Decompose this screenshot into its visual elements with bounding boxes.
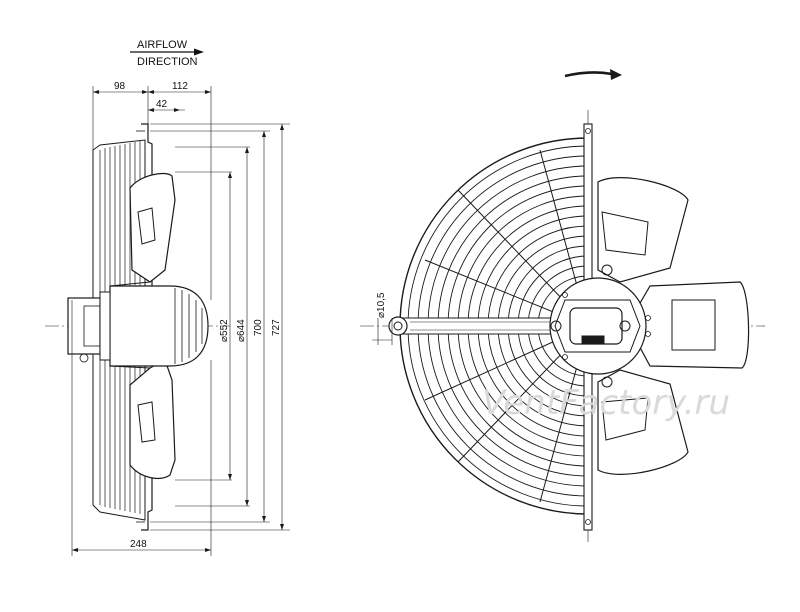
dim-700: 700 (253, 319, 264, 336)
airflow-label: AIRFLOW DIRECTION (130, 39, 204, 68)
airflow-line2: DIRECTION (137, 56, 198, 68)
dim-98: 98 (114, 81, 126, 92)
dim-644: ⌀644 (236, 319, 247, 342)
dim-42: 42 (156, 99, 168, 110)
dim-hole: ⌀10,5 (376, 292, 387, 318)
arrow-right-icon (130, 48, 204, 56)
side-view (45, 123, 230, 531)
hole-dimension (372, 318, 393, 345)
front-view (360, 110, 765, 545)
side-view-arrowheads (72, 90, 284, 552)
side-view-dimension-labels: 98 112 42 248 ⌀552 ⌀644 700 727 (114, 81, 282, 550)
dim-248: 248 (130, 539, 147, 550)
dim-112: 112 (172, 81, 188, 92)
side-view-dimensions (71, 86, 290, 556)
motor-fins (174, 288, 203, 364)
dim-552: ⌀552 (219, 319, 230, 342)
rotation-arrow-icon (564, 69, 622, 80)
watermark: VentFactory.ru (482, 383, 730, 423)
airflow-line1: AIRFLOW (137, 39, 188, 51)
dim-727: 727 (271, 319, 282, 336)
